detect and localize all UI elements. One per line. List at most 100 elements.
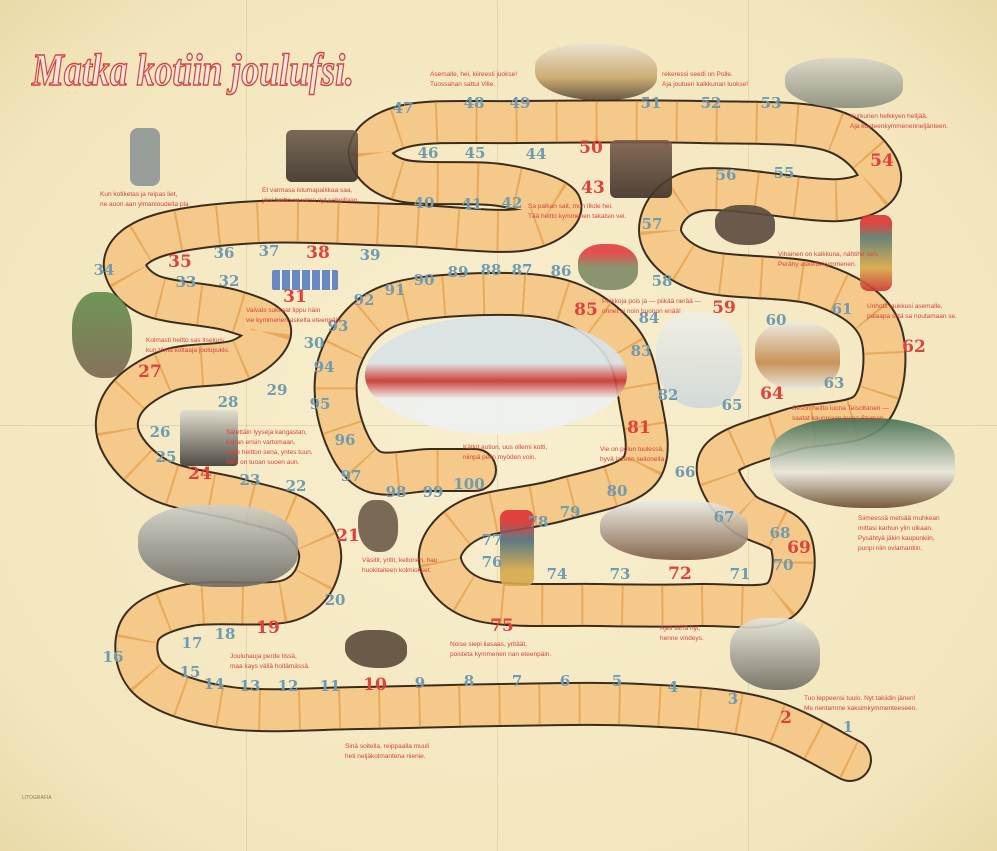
square-number-50: 50 <box>579 138 603 158</box>
square-number-4: 4 <box>667 678 679 696</box>
turkey-illustration <box>715 205 775 245</box>
square-number-7: 7 <box>511 672 523 690</box>
square-number-62: 62 <box>902 337 926 357</box>
manor-illustration <box>755 322 840 390</box>
square-number-14: 14 <box>203 675 225 693</box>
square-number-65: 65 <box>721 396 743 414</box>
square-number-41: 41 <box>461 195 483 213</box>
square-number-54: 54 <box>870 151 894 171</box>
conductor-illustration <box>610 140 672 198</box>
square-caption: Sa palkan sait, mun Ilkde hei. Tää heitt… <box>528 203 627 220</box>
square-number-77: 77 <box>481 531 503 549</box>
horse-sleigh-illustration <box>785 58 903 108</box>
square-caption: Et varmasa istumapaikkaa saa, yks' heitt… <box>262 187 360 204</box>
square-caption: Sätettäin lyyseja kangastan, richan ensi… <box>226 429 313 466</box>
square-number-29: 29 <box>266 381 288 399</box>
square-number-89: 89 <box>447 263 469 281</box>
gnome-illustration <box>578 244 638 290</box>
square-number-97: 97 <box>340 467 362 485</box>
square-caption: Peikkoja pois ja — piikää nerää — onnet … <box>602 298 701 315</box>
square-caption: Väsitit, yritit, kellonen, hau huokitait… <box>362 557 438 574</box>
square-number-23: 23 <box>239 471 261 489</box>
printer-mark: LITOGRAFIA <box>22 795 52 801</box>
track-path <box>96 101 905 780</box>
square-number-22: 22 <box>285 477 307 495</box>
square-caption: Noise siepi ilasaas, yritäät, poisteta k… <box>450 641 552 658</box>
square-number-76: 76 <box>481 553 503 571</box>
square-number-42: 42 <box>501 194 523 212</box>
square-caption: Kun kotiketas ja reipas liet, ne auon aa… <box>100 191 189 208</box>
square-number-40: 40 <box>413 194 435 212</box>
square-number-61: 61 <box>831 300 853 318</box>
square-number-5: 5 <box>611 672 623 690</box>
square-number-18: 18 <box>214 625 236 643</box>
square-number-51: 51 <box>640 94 662 112</box>
elf-with-tree-illustration <box>72 292 132 378</box>
square-caption: Vihainen on kalkkuna, nähtihe sen, Peräh… <box>778 251 879 268</box>
square-number-3: 3 <box>727 690 739 708</box>
square-number-46: 46 <box>417 144 439 162</box>
square-number-86: 86 <box>550 262 572 280</box>
square-number-73: 73 <box>609 565 631 583</box>
horse-cart-illustration <box>345 630 407 668</box>
square-number-43: 43 <box>581 178 605 198</box>
square-number-38: 38 <box>306 243 330 263</box>
square-number-100: 100 <box>453 475 485 493</box>
square-number-72: 72 <box>668 564 692 584</box>
square-number-9: 9 <box>414 674 426 692</box>
square-caption: Siimeessä metsää muhkean mittasi karhun … <box>858 515 940 552</box>
square-number-19: 19 <box>256 618 280 638</box>
square-number-82: 82 <box>657 386 679 404</box>
square-number-53: 53 <box>760 94 782 112</box>
square-number-99: 99 <box>422 483 444 501</box>
square-number-39: 39 <box>359 246 381 264</box>
square-number-16: 16 <box>102 648 124 666</box>
square-number-94: 94 <box>313 358 335 376</box>
winter-farm-illustration <box>365 316 627 434</box>
square-number-57: 57 <box>641 215 663 233</box>
square-number-92: 92 <box>353 291 375 309</box>
square-number-64: 64 <box>760 384 784 404</box>
shop-illustration <box>180 410 238 466</box>
square-number-31: 31 <box>283 287 307 307</box>
square-number-44: 44 <box>525 145 547 163</box>
square-caption: Sinä soitella, reippaalla muuli heti nel… <box>345 743 430 760</box>
square-number-12: 12 <box>277 677 299 695</box>
square-number-13: 13 <box>239 677 261 695</box>
square-number-25: 25 <box>155 448 177 466</box>
train-interior-illustration <box>286 130 358 182</box>
square-number-90: 90 <box>413 271 435 289</box>
fold-line <box>246 0 247 851</box>
square-number-79: 79 <box>559 503 581 521</box>
square-number-67: 67 <box>713 508 735 526</box>
square-number-26: 26 <box>149 423 171 441</box>
square-caption: Kurkunen helkkyen helljää. Aja kuuteenky… <box>850 113 948 130</box>
square-caption: Tuo leppeensi tuulo. Nyt takiidin jänen!… <box>804 695 918 712</box>
elf-illustration <box>860 215 892 291</box>
skiing-boy-illustration <box>500 510 534 586</box>
town-square-illustration <box>730 618 820 690</box>
square-number-8: 8 <box>463 672 475 690</box>
square-number-56: 56 <box>715 166 737 184</box>
square-number-11: 11 <box>319 677 341 695</box>
boy-figure-illustration <box>130 128 160 186</box>
train-station-illustration <box>535 44 657 100</box>
square-number-83: 83 <box>630 342 652 360</box>
square-number-68: 68 <box>769 524 791 542</box>
square-caption: Seson heitto luona Teisoltanen — saatat … <box>792 405 889 422</box>
square-number-88: 88 <box>480 261 502 279</box>
square-number-36: 36 <box>213 244 235 262</box>
square-number-59: 59 <box>712 298 736 318</box>
square-number-66: 66 <box>674 463 696 481</box>
square-number-98: 98 <box>385 483 407 501</box>
square-number-48: 48 <box>463 94 485 112</box>
square-caption: Vaivais sukkaat lippu näin vie kymmenen … <box>246 307 343 324</box>
country-road-illustration <box>656 312 742 408</box>
square-number-21: 21 <box>336 526 360 546</box>
square-number-32: 32 <box>218 272 240 290</box>
square-number-60: 60 <box>765 311 787 329</box>
square-number-20: 20 <box>324 591 346 609</box>
square-number-49: 49 <box>509 94 531 112</box>
